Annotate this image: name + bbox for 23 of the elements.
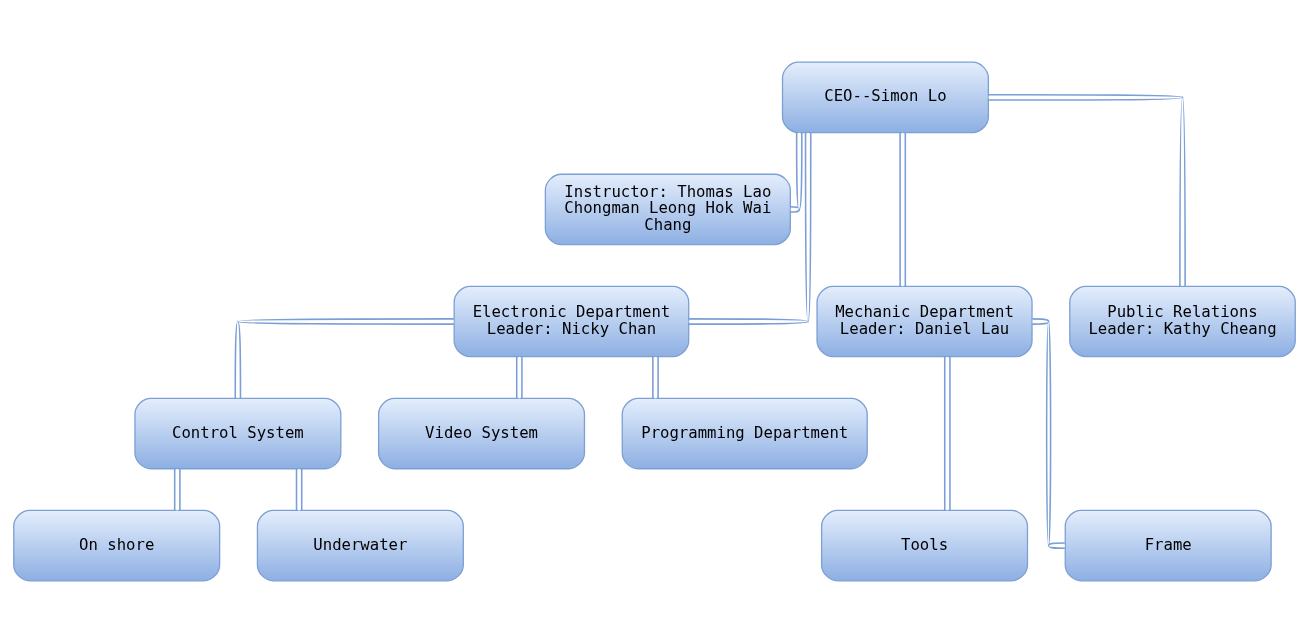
connector [295, 468, 303, 512]
connector [515, 356, 523, 400]
connector [652, 356, 659, 400]
node-box: Video System [377, 397, 586, 470]
connector [987, 94, 1186, 287]
connector [1031, 318, 1066, 549]
connector [173, 468, 181, 512]
node-box: Frame [1064, 509, 1272, 582]
node-box: Control System [134, 397, 342, 470]
connector [789, 132, 803, 213]
connector [943, 356, 951, 512]
connector [687, 132, 812, 325]
node-box: Underwater [256, 509, 464, 582]
node-box: Instructor: Thomas Lao Chongman Leong Hok Wai Chang [544, 173, 791, 246]
node-box: Public Relations Leader: Kathy Cheang [1069, 285, 1296, 358]
node-box: Tools [820, 509, 1029, 582]
connector [899, 132, 907, 287]
node-box: Programming Department [621, 397, 868, 470]
node-box: Mechanic Department Leader: Daniel Lau [816, 285, 1033, 358]
connector [234, 318, 455, 399]
node-box: On shore [13, 509, 221, 582]
node-box: Electronic Department Leader: Nicky Chan [453, 285, 690, 358]
node-box: CEO--Simon Lo [781, 61, 990, 134]
